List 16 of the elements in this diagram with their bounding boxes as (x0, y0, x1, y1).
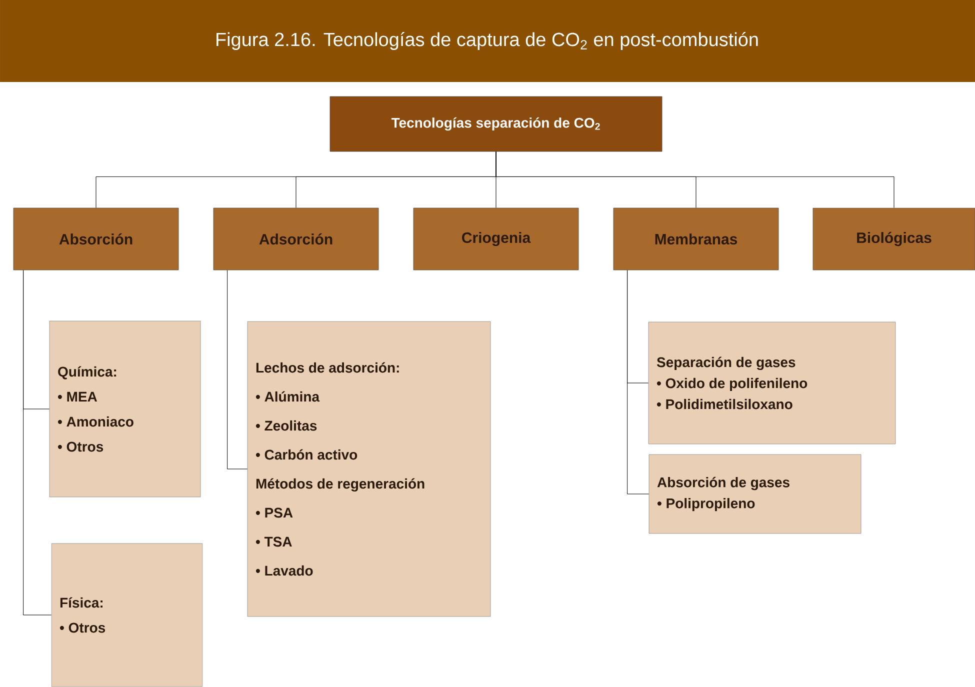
connector-line (627, 270, 650, 494)
item-list-box: Separación de gases • Oxido de polifenileno • Polidimetilsiloxano (648, 322, 896, 444)
category-box: Biológicas (812, 208, 975, 270)
item-list-box: Física: • Otros (51, 543, 203, 687)
category-box: Tecnologías separación de CO$_{2}$ (330, 96, 662, 152)
connector-line (23, 270, 52, 616)
connector-line (496, 151, 894, 208)
item-list-box: Absorción de gases • Polipropileno (648, 454, 862, 534)
item-list-box: Lechos de adsorción: • Alúmina • Zeolitas • Carbón activo Métodos de regeneración • PSA • TSA • Lavado (247, 321, 491, 617)
category-box: Absorción (13, 208, 179, 270)
category-box: Membranas (613, 208, 779, 270)
title-banner: Figura 2.16. Tecnologías de captura de CO$_{2}$ en post-combustión (0, 0, 975, 82)
category-box: Criogenia (413, 208, 579, 270)
connector-line (227, 270, 248, 470)
item-list-box: Química: • MEA • Amoniaco • Otros (49, 320, 201, 498)
category-box: Adsorción (213, 208, 379, 270)
